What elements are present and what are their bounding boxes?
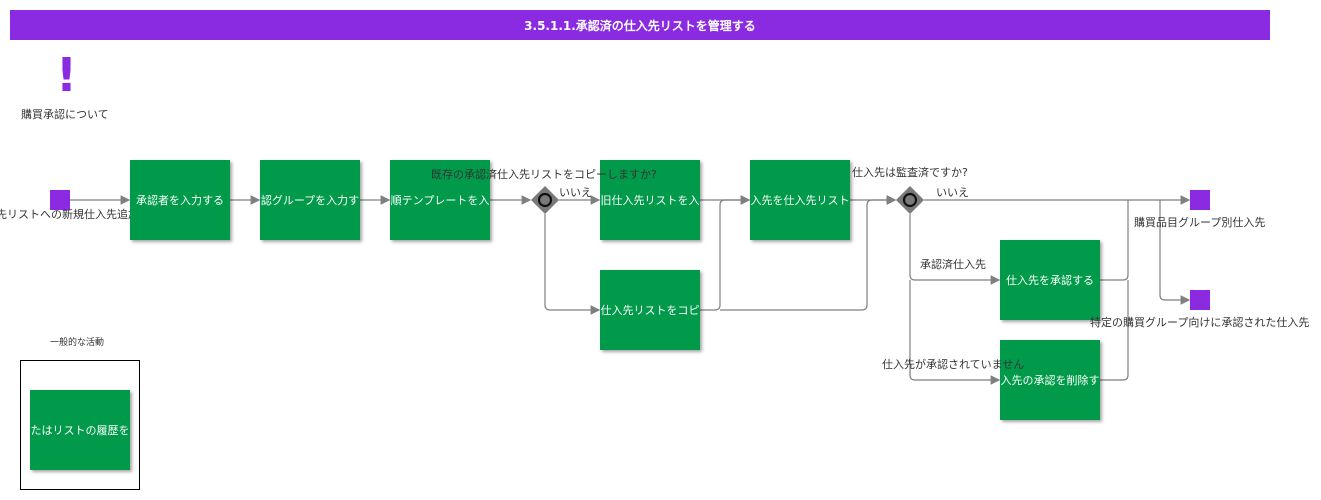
flow-t7-merge — [1100, 200, 1129, 281]
end-event-by-material-group[interactable] — [1190, 190, 1210, 210]
group-label: 一般的な活動 — [50, 338, 105, 348]
task-copy-vendor-list[interactable]: 仕入先リストをコピ — [600, 270, 700, 350]
task-label: 旧仕入先リストを入 — [600, 194, 700, 207]
gateway-copy-list[interactable] — [531, 186, 559, 214]
task-enter-procedure-template[interactable]: 順テンプレートを入 — [390, 160, 490, 240]
task-label: 入先の承認を削除す — [1000, 374, 1100, 387]
gateway-vendor-audited-no: いいえ — [936, 186, 969, 199]
task-label: 順テンプレートを入 — [390, 194, 490, 207]
gateway-copy-list-question: 既存の承認済仕入先リストをコピーしますか? — [431, 168, 657, 181]
task-enter-vendor-list[interactable]: 旧仕入先リストを入 — [600, 160, 700, 240]
gateway-vendor-audited[interactable] — [896, 186, 924, 214]
task-remove-vendor-approval[interactable]: 入先の承認を削除す — [1000, 340, 1100, 420]
flow-g2-t7 — [909, 214, 1001, 285]
flow-branch-e2 — [1159, 200, 1191, 305]
task-list-history[interactable]: たはリストの履歴を — [30, 390, 130, 470]
end-event-by-material-group-label: 購買品目グループ別仕入先 — [1134, 216, 1266, 229]
end-event-approved-for-group[interactable] — [1190, 290, 1210, 310]
task-enter-approval-group[interactable]: 認グループを入力す — [260, 160, 360, 240]
flow-t5-t6 — [700, 195, 751, 311]
task-enter-approver[interactable]: 承認者を入力する — [130, 160, 230, 240]
task-add-vendor-to-list[interactable]: 入先を仕入先リスト — [750, 160, 850, 240]
gateway-approved-label: 承認済仕入先 — [920, 258, 986, 271]
task-label: 仕入先を承認する — [1006, 274, 1094, 287]
flow-g1-t5 — [544, 214, 601, 315]
gateway-not-approved-label: 仕入先が承認されていません — [882, 358, 1025, 371]
task-label: 仕入先リストをコピ — [600, 304, 700, 317]
start-event[interactable] — [50, 190, 70, 210]
flow-g2-t8 — [909, 280, 1001, 385]
task-label: 認グループを入力す — [260, 194, 360, 207]
general-activities-group — [20, 360, 140, 490]
annotation-label: 購買承認について — [21, 108, 109, 121]
task-approve-vendor[interactable]: 仕入先を承認する — [1000, 240, 1100, 320]
task-label: 入先を仕入先リスト — [750, 194, 850, 207]
task-label: たはリストの履歴を — [30, 424, 130, 437]
flow-t8-merge — [1100, 280, 1129, 381]
end-event-approved-for-group-label: 特定の購買グループ向けに承認された仕入先 — [1090, 316, 1310, 329]
task-label: 承認者を入力する — [136, 194, 224, 207]
diagram-title: 3.5.1.1.承認済の仕入先リストを管理する — [10, 10, 1270, 40]
gateway-vendor-audited-question: 仕入先は監査済ですか? — [852, 166, 968, 179]
gateway-copy-list-no: いいえ — [559, 186, 592, 199]
exclamation-icon: ! — [56, 48, 77, 102]
